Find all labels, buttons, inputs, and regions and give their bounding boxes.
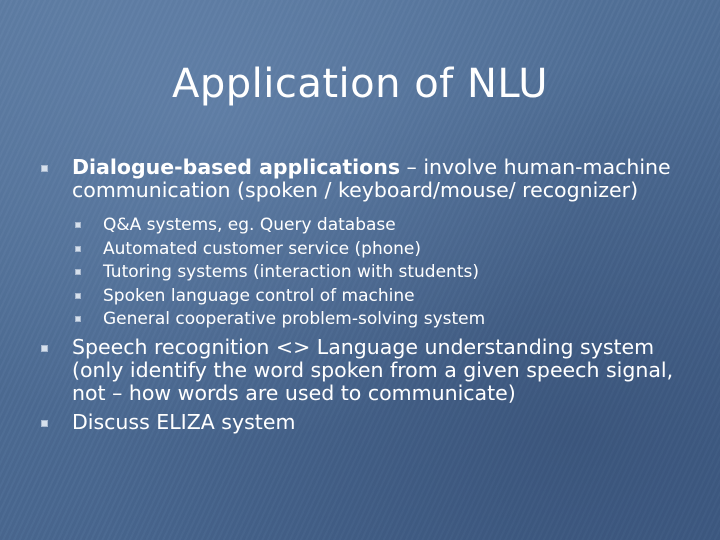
bullet-text: Discuss ELIZA system — [72, 409, 296, 434]
bullet-text: Speech recognition <> Language understan… — [72, 334, 674, 405]
bullet-bold-text: Dialogue-based applications — [72, 155, 401, 179]
bullet-item-dialogue: Dialogue-based applications – involve hu… — [40, 156, 690, 202]
square-bullet-icon — [75, 292, 81, 299]
square-bullet-icon — [41, 344, 48, 352]
bullet-item-speech: Speech recognition <> Language understan… — [40, 334, 690, 405]
square-bullet-icon — [41, 165, 48, 172]
square-bullet-icon — [75, 222, 81, 228]
sub-bullet-text: General cooperative problem-solving syst… — [103, 309, 486, 329]
square-bullet-icon — [75, 245, 81, 252]
square-bullet-icon — [41, 419, 48, 427]
sub-bullet-item: Automated customer service (phone) — [40, 238, 690, 262]
sub-bullet-item: Tutoring systems (interaction with stude… — [40, 261, 690, 285]
sub-bullet-item: Q&A systems, eg. Query database — [40, 214, 690, 238]
sub-bullet-item: Spoken language control of machine — [40, 285, 690, 309]
sub-bullet-text: Automated customer service (phone) — [103, 238, 421, 259]
square-bullet-icon — [75, 316, 81, 322]
sub-bullet-item: General cooperative problem-solving syst… — [40, 308, 690, 332]
slide-content: Dialogue-based applications – involve hu… — [40, 156, 690, 434]
bullet-item-eliza: Discuss ELIZA system — [40, 409, 690, 434]
slide-title: Application of NLU — [172, 61, 548, 107]
square-bullet-icon — [75, 269, 81, 275]
sub-bullet-text: Spoken language control of machine — [103, 285, 415, 306]
bullet-text: – involve human-machine communication (s… — [72, 155, 671, 202]
sub-bullet-text: Tutoring systems (interaction with stude… — [103, 262, 479, 282]
sub-bullet-text: Q&A systems, eg. Query database — [103, 215, 396, 235]
